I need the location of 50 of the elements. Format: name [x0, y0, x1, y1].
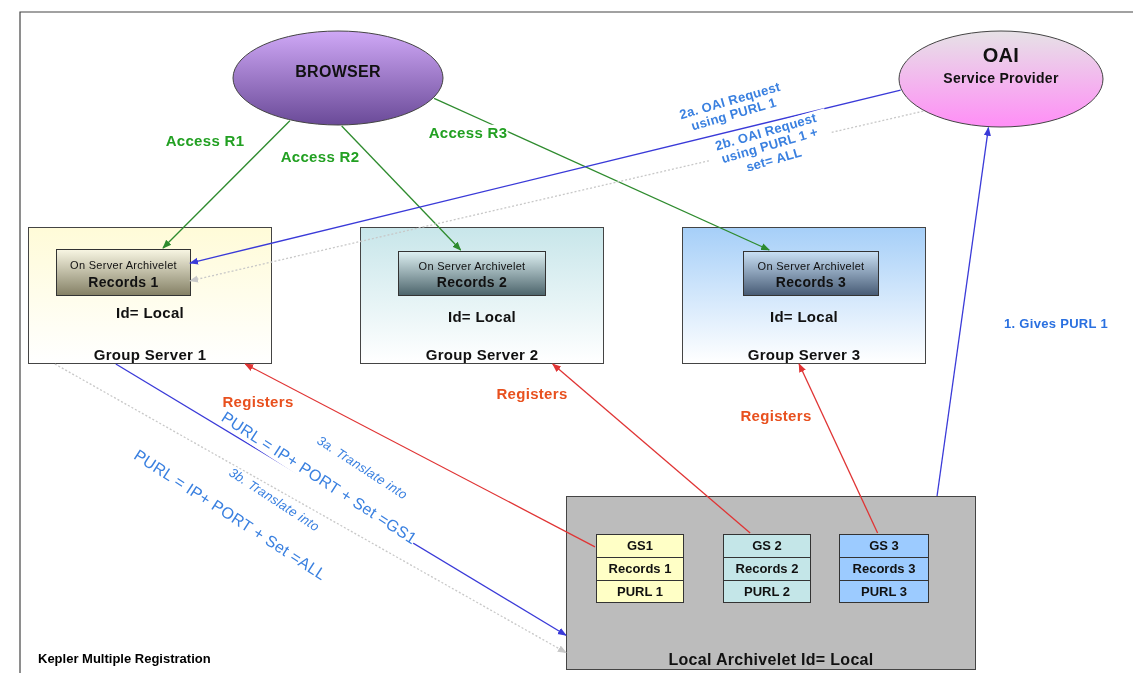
server-name: Group Server 1 — [93, 346, 207, 363]
arrow — [162, 120, 291, 249]
records-label: Records 3 — [775, 274, 847, 290]
archivelet-label: On Server Archivelet — [70, 259, 177, 271]
table-cell-text: GS 2 — [751, 537, 783, 555]
table-cell: PURL 1 — [597, 579, 683, 602]
local-archivelet-box — [566, 496, 976, 670]
archivelet-label: On Server Archivelet — [757, 260, 865, 272]
node-label: BROWSER — [295, 63, 381, 81]
archivelet-box — [743, 251, 879, 296]
registry-table — [723, 534, 811, 603]
edge-label: Registers — [740, 407, 812, 425]
table-cell-text: GS 3 — [868, 537, 900, 555]
arrow — [798, 363, 879, 534]
table-cell: Records 3 — [840, 557, 928, 580]
table-cell: PURL 2 — [724, 579, 810, 602]
registry-table — [839, 534, 929, 603]
group-server-box — [682, 227, 926, 364]
node-label: OAI — [982, 44, 1020, 67]
server-name: Group Server 2 — [425, 346, 539, 363]
caption: Kepler Multiple Registration — [38, 652, 211, 667]
records-label: Records 2 — [436, 274, 508, 290]
arrow — [433, 97, 770, 251]
table-cell: PURL 3 — [840, 579, 928, 602]
id-label: Id= Local — [115, 304, 185, 321]
server-name: Group Server 3 — [747, 346, 861, 363]
records-label: Records 1 — [88, 274, 159, 290]
arrow — [189, 89, 902, 265]
id-label: Id= Local — [769, 308, 839, 325]
service-provider-ellipse — [898, 30, 1104, 128]
group-server-box — [28, 227, 272, 364]
arrow — [244, 363, 596, 548]
arrow — [341, 125, 462, 251]
archivelet-name: Local Archivelet Id= Local — [668, 651, 874, 669]
archivelet-box — [56, 249, 191, 296]
table-cell: Records 1 — [597, 557, 683, 580]
table-cell-text: GS1 — [626, 537, 654, 555]
arrow — [552, 363, 751, 534]
browser-ellipse — [232, 30, 444, 126]
table-cell: Records 2 — [724, 557, 810, 580]
edge-label: Registers — [222, 393, 294, 411]
id-label: Id= Local — [447, 308, 517, 325]
arrow — [54, 363, 567, 654]
registry-table — [596, 534, 684, 603]
node-sublabel: Service Provider — [943, 70, 1059, 86]
archivelet-box — [398, 251, 546, 296]
archivelet-label: On Server Archivelet — [418, 260, 526, 272]
group-server-box — [360, 227, 604, 364]
arrow — [936, 126, 991, 497]
edge-label: Registers — [496, 385, 568, 403]
